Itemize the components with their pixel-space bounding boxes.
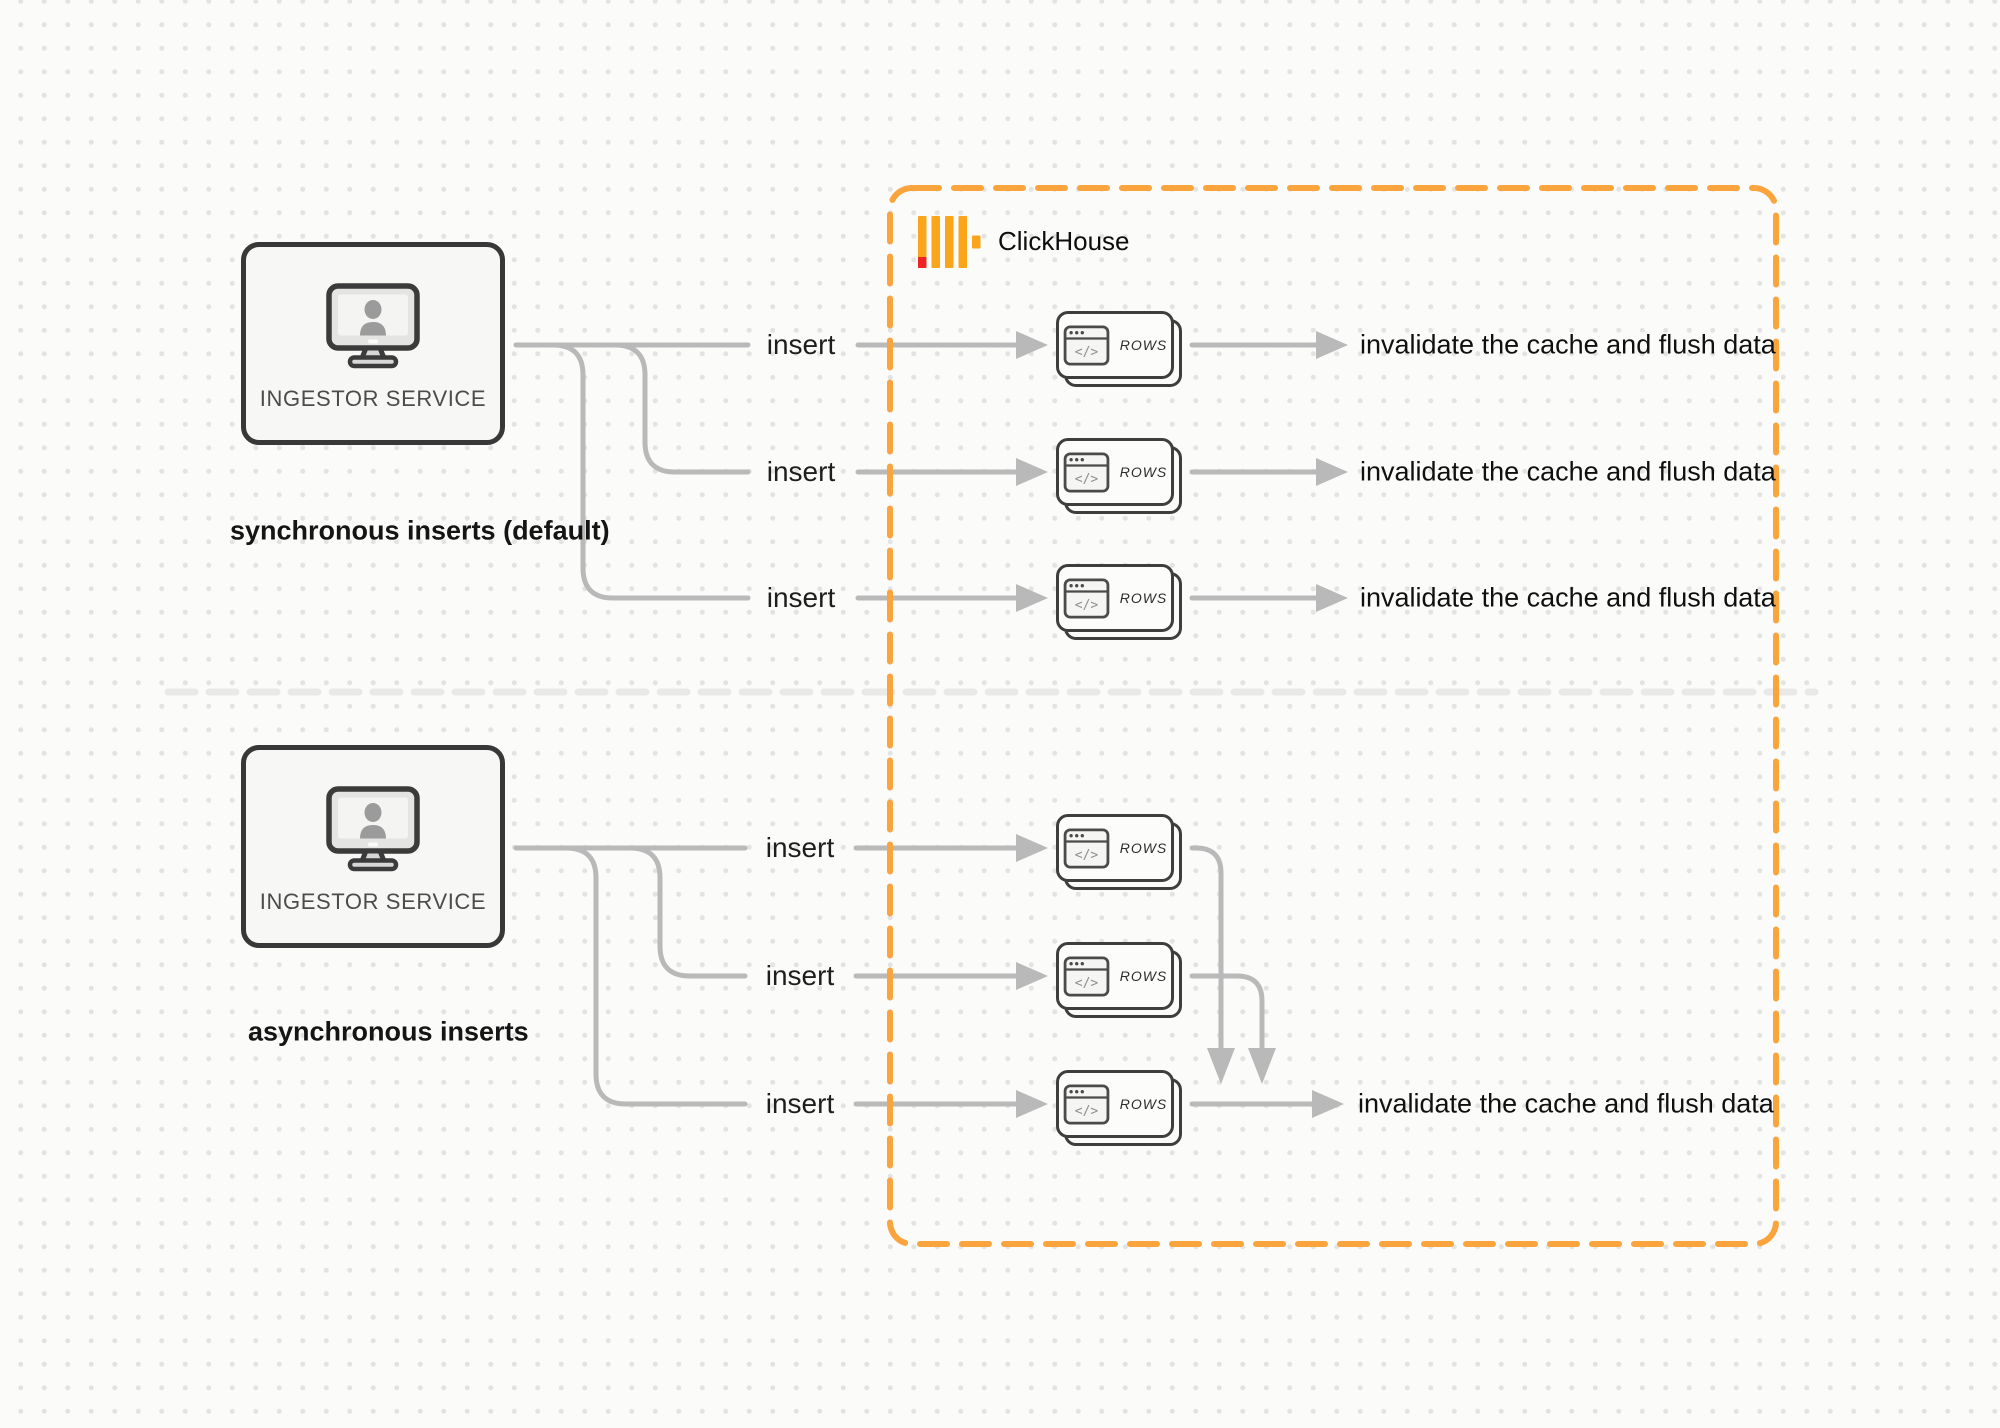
rows-card: </> ROWS: [1056, 438, 1182, 514]
svg-text:</>: </>: [1074, 976, 1098, 991]
svg-text:</>: </>: [1074, 1104, 1098, 1119]
ingestor-service-node-sync: INGESTOR SERVICE: [241, 242, 505, 445]
clickhouse-logo-icon: [918, 216, 981, 268]
svg-text:</>: </>: [1074, 472, 1098, 487]
rows-card: </> ROWS: [1056, 1070, 1182, 1146]
insert-label: insert: [766, 456, 836, 487]
browser-window-icon: </>: [1063, 577, 1110, 619]
invalidate-label: invalidate the cache and flush data: [1360, 456, 1776, 487]
rows-card: </> ROWS: [1056, 814, 1182, 890]
rows-card: </> ROWS: [1056, 311, 1182, 387]
rows-label: ROWS: [1119, 337, 1168, 353]
insert-label: insert: [766, 329, 836, 360]
ingestor-service-label: INGESTOR SERVICE: [259, 386, 487, 411]
invalidate-label: invalidate the cache and flush data: [1360, 329, 1776, 360]
insert-label: insert: [765, 832, 835, 863]
rows-card: </> ROWS: [1056, 564, 1182, 640]
browser-window-icon: </>: [1063, 1083, 1110, 1125]
insert-label: insert: [765, 960, 835, 991]
browser-window-icon: </>: [1063, 955, 1110, 997]
rows-label: ROWS: [1119, 464, 1168, 480]
invalidate-label: invalidate the cache and flush data: [1360, 582, 1776, 613]
browser-window-icon: </>: [1063, 324, 1110, 366]
svg-text:</>: </>: [1074, 345, 1098, 360]
sync-section-caption: synchronous inserts (default): [230, 515, 610, 546]
clickhouse-box: ClickHouse: [890, 188, 1776, 1244]
insert-label: insert: [765, 1088, 835, 1119]
browser-window-icon: </>: [1063, 827, 1110, 869]
ingestor-service-label: INGESTOR SERVICE: [259, 889, 487, 914]
rows-card: </> ROWS: [1056, 942, 1182, 1018]
clickhouse-title: ClickHouse: [998, 226, 1130, 256]
browser-window-icon: </>: [1063, 451, 1110, 493]
monitor-user-icon: [326, 786, 420, 872]
svg-text:</>: </>: [1074, 598, 1098, 613]
insert-label: insert: [766, 582, 836, 613]
svg-text:</>: </>: [1074, 848, 1098, 863]
invalidate-label: invalidate the cache and flush data: [1358, 1088, 1774, 1119]
ingestor-service-node-async: INGESTOR SERVICE: [241, 745, 505, 948]
async-section-caption: asynchronous inserts: [248, 1016, 529, 1047]
rows-label: ROWS: [1119, 968, 1168, 984]
rows-label: ROWS: [1119, 1096, 1168, 1112]
rows-label: ROWS: [1119, 590, 1168, 606]
monitor-user-icon: [326, 283, 420, 369]
rows-label: ROWS: [1119, 840, 1168, 856]
